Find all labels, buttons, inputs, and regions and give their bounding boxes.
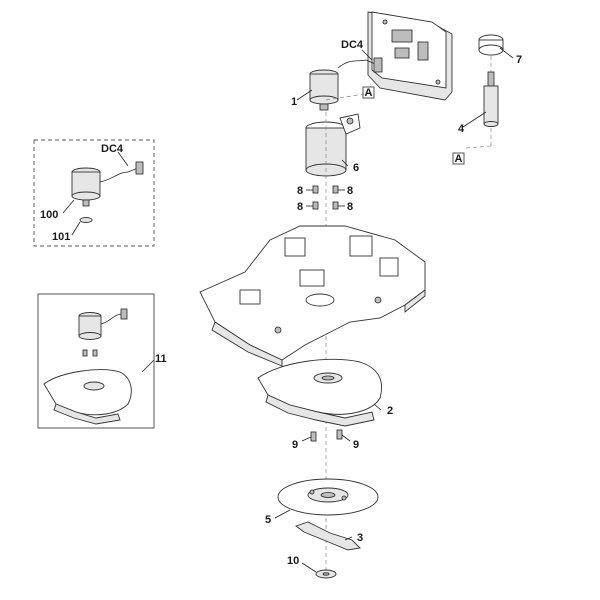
callout-4: 4	[458, 123, 465, 135]
screws-8	[312, 185, 339, 210]
blade-disc	[277, 478, 379, 516]
callout-10: 10	[287, 555, 299, 567]
motor-housing	[305, 113, 361, 177]
callout-8-lower-left: 8	[297, 201, 303, 213]
inset-motor	[71, 161, 144, 207]
callout-8-lower-right: 8	[347, 201, 353, 213]
callout-11: 11	[155, 353, 167, 365]
leader-lines	[62, 47, 514, 573]
ref-a-box-bottom	[452, 152, 465, 165]
callout-2: 2	[387, 405, 393, 417]
control-board	[367, 11, 453, 101]
motor-assembly	[309, 69, 339, 111]
callout-8-upper-right: 8	[347, 185, 353, 197]
callout-dc4-main: DC4	[341, 39, 364, 51]
ref-a-line-lower	[465, 145, 492, 149]
callout-9-right: 9	[353, 439, 359, 451]
inset-blade-guard	[43, 369, 132, 425]
callout-7: 7	[516, 54, 522, 66]
motor-cable	[337, 59, 381, 69]
blade	[295, 521, 361, 551]
inset-guard-variant	[37, 293, 155, 429]
callout-1: 1	[291, 96, 297, 108]
screws-9	[310, 429, 343, 442]
height-knob	[478, 34, 504, 56]
inset-washer	[79, 217, 93, 223]
height-shaft	[483, 71, 499, 127]
callout-9-left: 9	[292, 439, 298, 451]
ref-a-label-top: A	[365, 87, 373, 99]
callout-5: 5	[265, 514, 271, 526]
callout-dc4-inset: DC4	[101, 143, 124, 155]
inset-motor-small	[78, 308, 128, 357]
ref-a-label-bottom: A	[455, 153, 463, 165]
callout-100: 100	[40, 209, 58, 221]
callout-8-upper-left: 8	[297, 185, 303, 197]
connector-plug	[373, 57, 383, 73]
inset-motor-variant	[33, 139, 155, 247]
callout-101: 101	[52, 231, 70, 243]
callout-3: 3	[357, 532, 363, 544]
ref-a-box-top	[362, 86, 375, 99]
chassis	[199, 225, 426, 367]
washer	[315, 569, 337, 579]
callout-6: 6	[353, 162, 359, 174]
blade-guard	[257, 358, 382, 427]
